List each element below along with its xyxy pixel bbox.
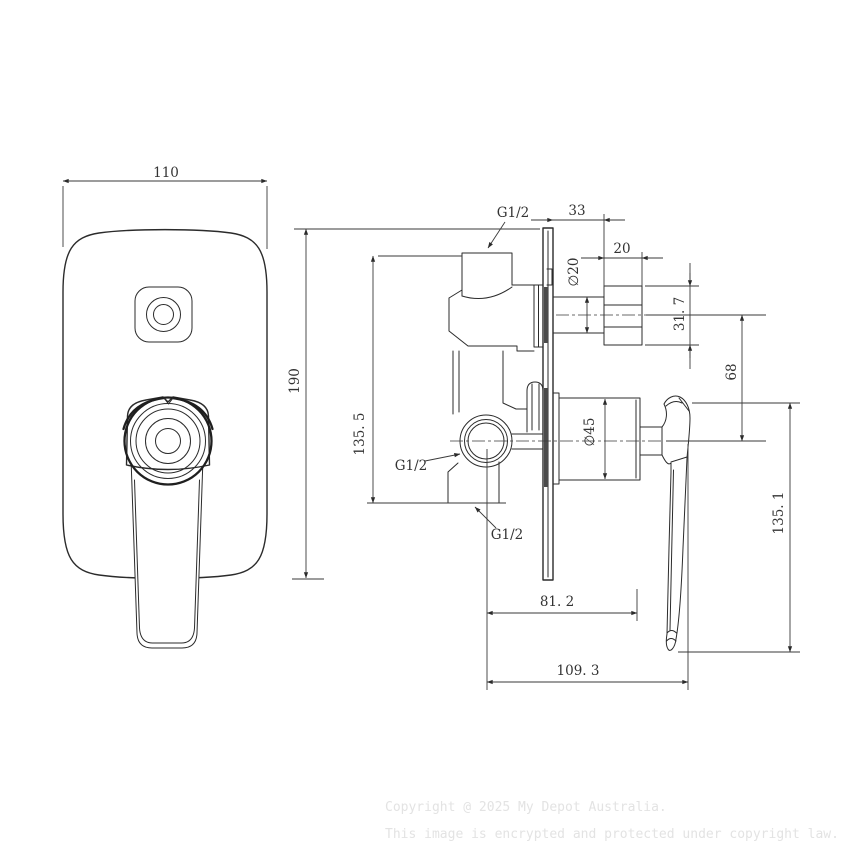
dimensions-front: 110 190 <box>62 165 540 580</box>
diverter-button <box>134 286 193 343</box>
thread-label-bottom: G1/2 <box>474 506 524 543</box>
watermark: Copyright @ 2025 My Depot Australia. Thi… <box>385 800 839 842</box>
axis-offset-dim-label: 68 <box>724 363 740 380</box>
wall-plate-side <box>542 227 554 581</box>
watermark-line-1: Copyright @ 2025 My Depot Australia. <box>385 800 667 815</box>
svg-text:G1/2: G1/2 <box>395 458 428 474</box>
valve-body <box>447 252 544 504</box>
wall-to-knob-dim-label: 33 <box>568 203 585 219</box>
projection-total-dim-label: 109. 3 <box>557 663 600 679</box>
handle-grip-front <box>130 457 204 649</box>
plate-width-dim-label: 110 <box>153 165 179 181</box>
projection-mid-dim-label: 81. 2 <box>540 594 574 610</box>
knob-diameter-dim-label: ∅20 <box>566 258 582 287</box>
handle-lever-side <box>661 395 691 651</box>
top-inlet-port <box>461 252 513 297</box>
thread-label-top: G1/2 <box>487 205 530 249</box>
front-view <box>62 228 268 649</box>
side-view <box>447 227 691 651</box>
handle-length-dim-label: 135. 1 <box>771 492 787 535</box>
dimensions-side: 33 20 ∅20 31. 7 68 ∅45 135. 5 135. 1 8 <box>352 203 800 690</box>
knob-height-dim-label: 31. 7 <box>672 297 688 331</box>
diverter-knob-assembly <box>552 285 643 346</box>
diverter-knob <box>603 285 643 346</box>
thread-label-side: G1/2 <box>395 453 461 474</box>
handle-bell-front <box>125 396 211 471</box>
handle-bell-ring <box>123 396 213 486</box>
body-span-dim-label: 135. 5 <box>352 413 368 456</box>
svg-text:G1/2: G1/2 <box>491 527 524 543</box>
handle-front <box>122 396 214 649</box>
watermark-line-2: This image is encrypted and protected un… <box>385 827 839 842</box>
handle-side <box>639 395 691 651</box>
plate-height-dim-label: 190 <box>287 368 303 394</box>
wall-plate-front-outline <box>62 228 268 580</box>
knob-depth-dim-label: 20 <box>613 241 630 257</box>
trim-diameter-dim-label: ∅45 <box>582 418 598 447</box>
trim-sleeve <box>552 392 641 485</box>
svg-text:G1/2: G1/2 <box>497 205 530 221</box>
